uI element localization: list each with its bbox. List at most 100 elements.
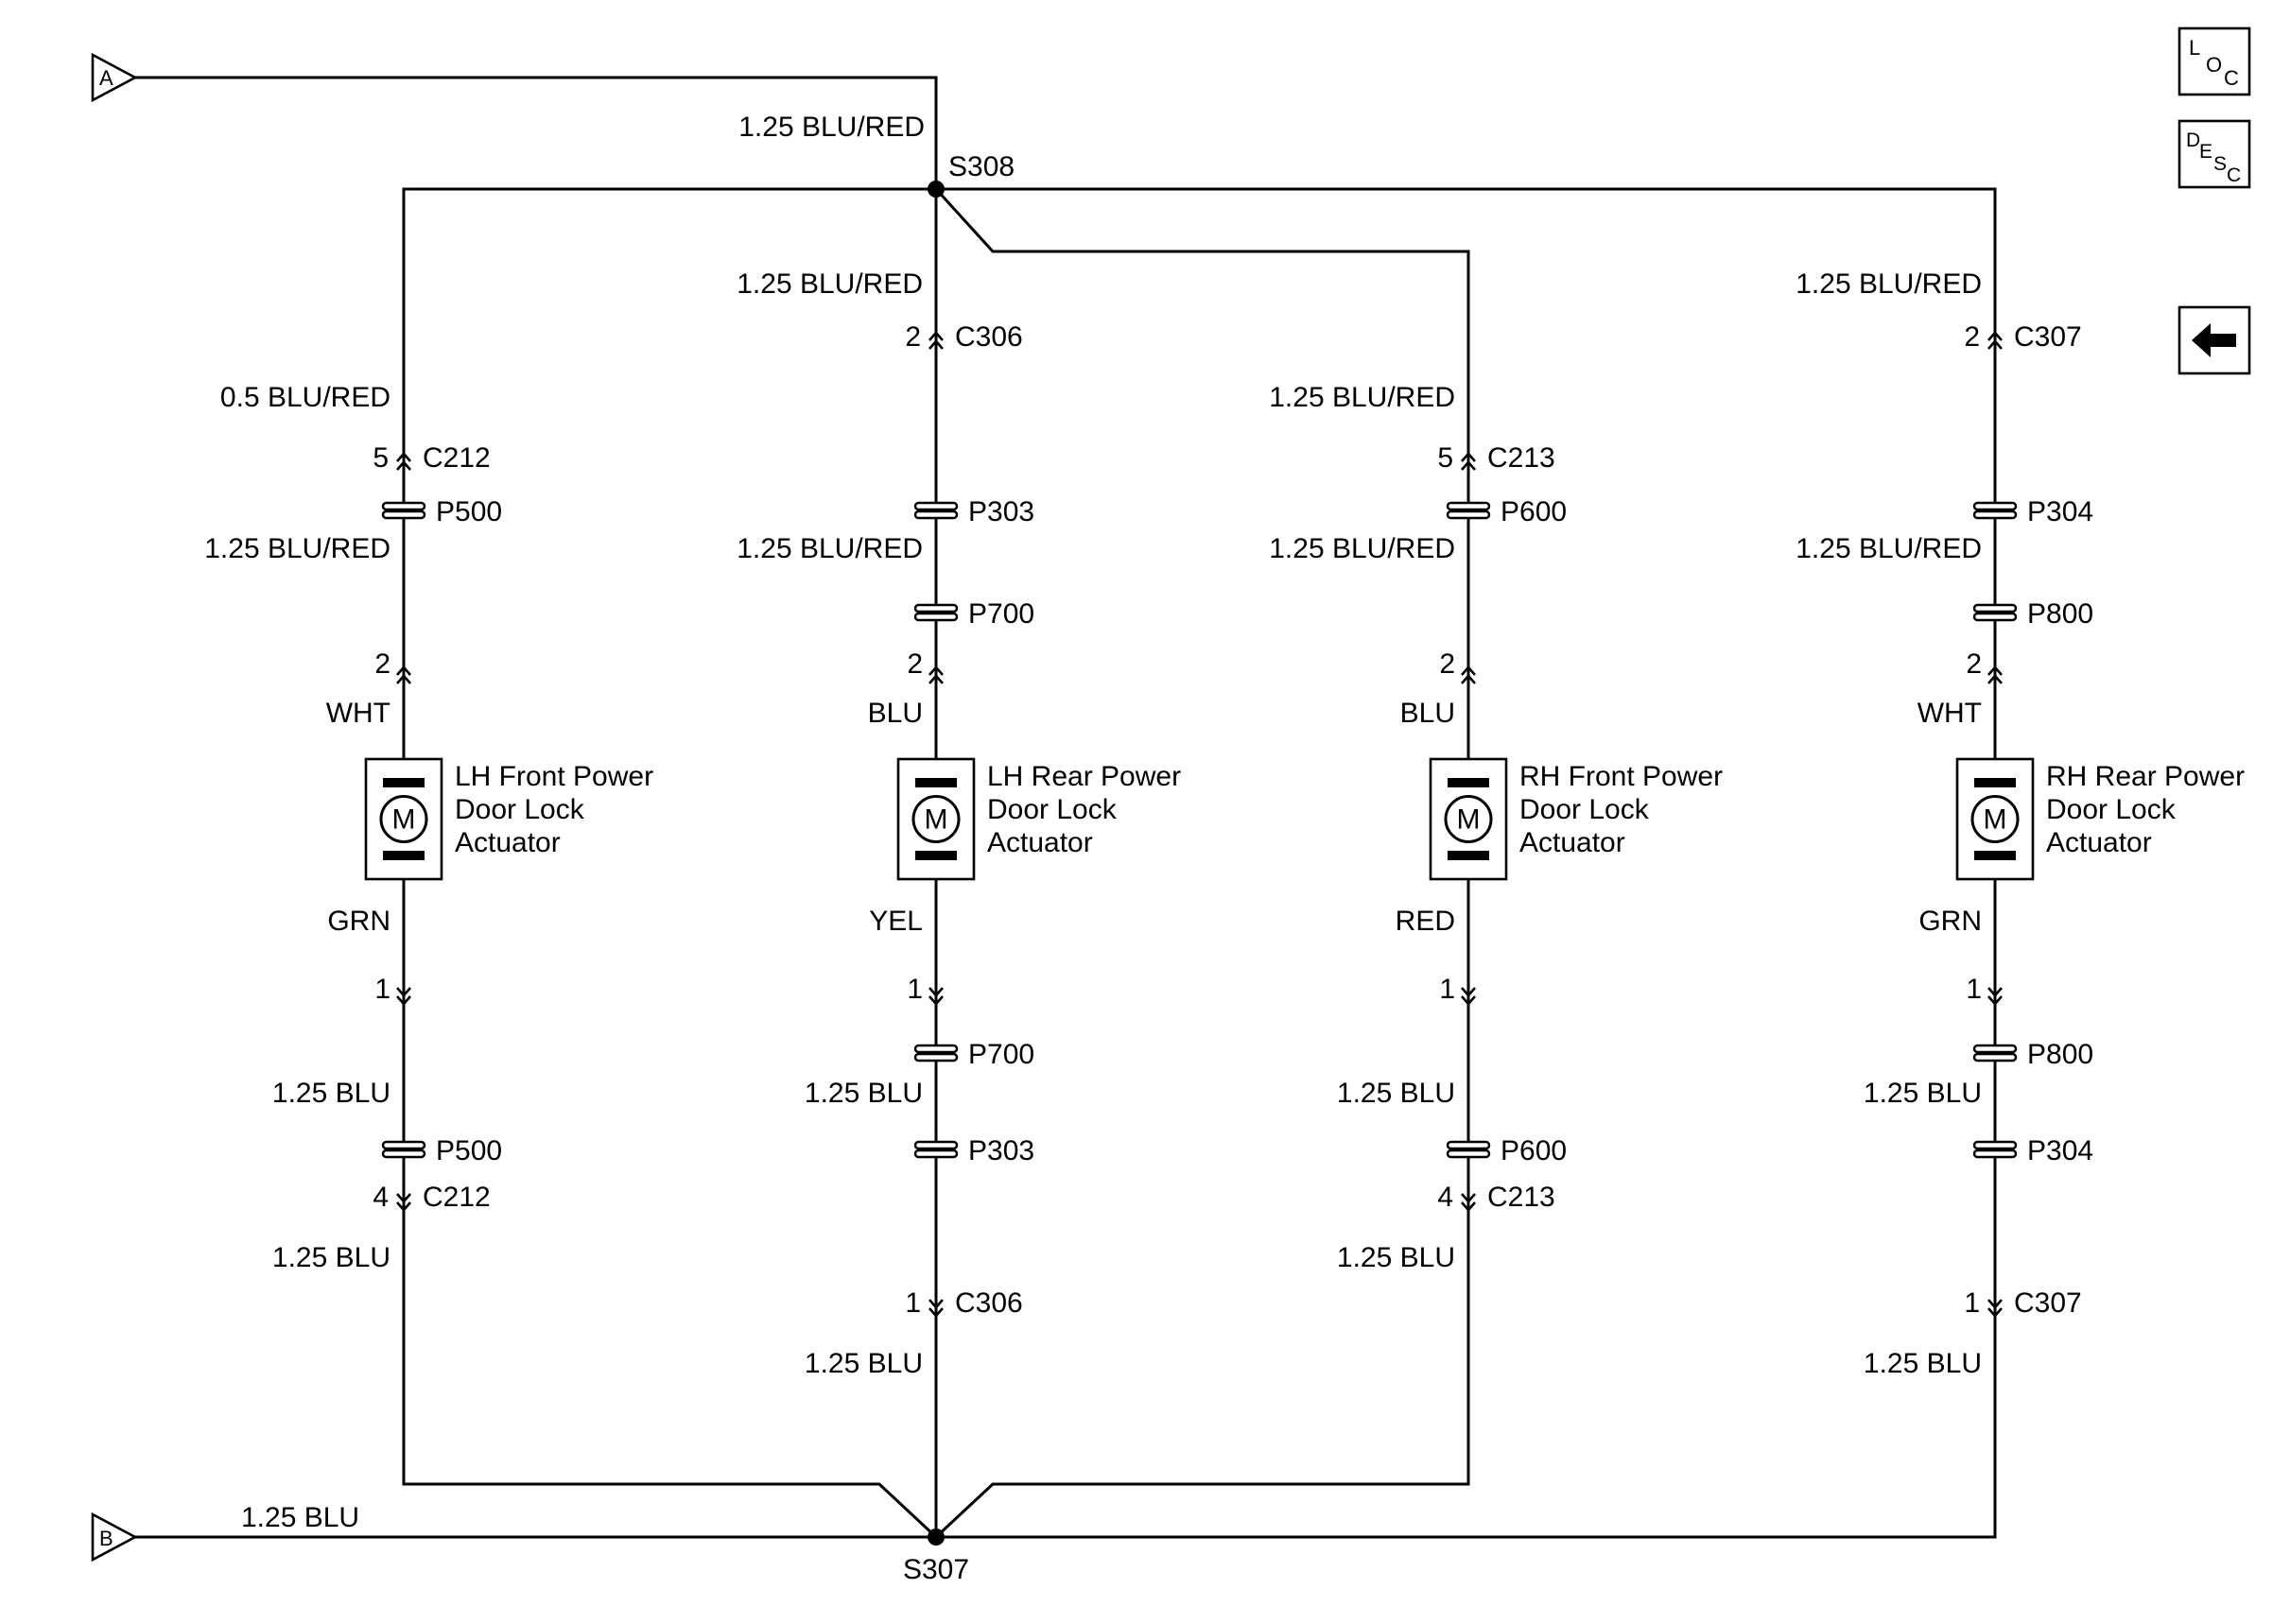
actuator-box — [1429, 757, 1508, 881]
wire-label: 1.25 BLU — [1864, 1348, 1982, 1379]
motor-label: M — [1984, 804, 2007, 836]
input-b-label: B — [99, 1527, 113, 1550]
inline-plug — [913, 501, 959, 520]
actuator-pin: 2 — [1966, 648, 1982, 680]
inline-plug-label: P700 — [968, 1039, 1034, 1070]
actuator-name-line: Door Lock — [987, 794, 1118, 825]
inline-plug-label: P500 — [436, 1135, 502, 1166]
connector-pin: 4 — [373, 1182, 389, 1213]
connector-name: C306 — [955, 321, 1023, 353]
desc-button[interactable]: D E S C — [2178, 119, 2251, 189]
connector-name: C212 — [423, 442, 491, 474]
wire-label: 1.25 BLU/RED — [1796, 533, 1982, 564]
inline-plug — [381, 1140, 426, 1159]
inline-plug — [1972, 1140, 2018, 1159]
actuator-name-line: Door Lock — [1519, 794, 1650, 825]
connector-down — [1987, 1299, 2003, 1318]
inline-plug — [1446, 501, 1491, 520]
bottom-branch-rh-front — [934, 1238, 1470, 1539]
wire-b-feed-label: 1.25 BLU — [241, 1502, 359, 1533]
desc-letter-e: E — [2199, 141, 2212, 163]
wire-label: 1.25 BLU/RED — [1269, 533, 1455, 564]
connector-pin: 5 — [373, 442, 389, 474]
actuator-wire-label: GRN — [1918, 906, 1982, 937]
actuator-name-line: RH Front Power — [1519, 761, 1723, 792]
motor-icon: M — [1970, 778, 2020, 860]
actuator-pin-up — [396, 665, 411, 684]
actuator-pin: 1 — [1439, 974, 1455, 1005]
wire-label: 1.25 BLU/RED — [204, 533, 390, 564]
actuator-name-line: Actuator — [987, 827, 1093, 858]
actuator-box — [1955, 757, 2035, 881]
inline-plug-label: P303 — [968, 496, 1034, 527]
input-a-flag — [91, 52, 138, 103]
actuator-pin-up — [928, 665, 944, 684]
inline-plug-label: P500 — [436, 496, 502, 527]
loc-letter-l: L — [2189, 36, 2200, 60]
connector-up — [1987, 331, 2003, 350]
actuator-pin-up — [1987, 665, 2003, 684]
actuator-pin: 1 — [907, 974, 923, 1005]
actuator-wire-label: BLU — [1400, 698, 1455, 729]
actuator-name-line: Door Lock — [455, 794, 585, 825]
actuator-name-line: Actuator — [2046, 827, 2152, 858]
back-button[interactable] — [2178, 305, 2251, 375]
actuator-pin: 2 — [1439, 648, 1455, 680]
motor-icon: M — [379, 778, 428, 860]
inline-plug-label: P303 — [968, 1135, 1034, 1166]
wire-label: 1.25 BLU — [1864, 1078, 1982, 1109]
wire-label: 1.25 BLU/RED — [737, 268, 923, 300]
loc-button[interactable]: L O C — [2178, 26, 2251, 96]
connector-pin: 1 — [1964, 1287, 1980, 1319]
connector-pin: 2 — [1964, 321, 1980, 353]
inline-plug — [913, 1044, 959, 1063]
connector-pin: 5 — [1437, 442, 1453, 474]
connector-name: C213 — [1487, 442, 1555, 474]
actuator-name-line: RH Rear Power — [2046, 761, 2245, 792]
connector-name: C307 — [2014, 321, 2082, 353]
connector-name: C212 — [423, 1182, 491, 1213]
actuator-wire-label: BLU — [868, 698, 923, 729]
actuator-name-line: Actuator — [455, 827, 561, 858]
wire-label: 1.25 BLU/RED — [1269, 382, 1455, 413]
connector-pin: 2 — [905, 321, 921, 353]
inline-plug — [1972, 603, 2018, 622]
motor-label: M — [1457, 804, 1481, 836]
actuator-pin-down — [396, 987, 411, 1006]
left-arrow-icon — [2192, 323, 2236, 357]
loc-letter-o: O — [2206, 53, 2222, 77]
splice-s308-label: S308 — [948, 151, 1015, 182]
connector-up — [396, 452, 411, 471]
wire-label: 1.25 BLU — [272, 1242, 390, 1273]
inline-plug — [1972, 501, 2018, 520]
input-a-label: A — [99, 66, 113, 90]
loc-letter-c: C — [2224, 66, 2239, 90]
actuator-pin-down — [1987, 987, 2003, 1006]
connector-up — [1461, 452, 1476, 471]
connector-name: C306 — [955, 1287, 1023, 1319]
connector-pin: 1 — [905, 1287, 921, 1319]
actuator-wire-label: WHT — [326, 698, 390, 729]
actuator-name-line: Door Lock — [2046, 794, 2177, 825]
actuator-box — [364, 757, 443, 881]
wire-label: 0.5 BLU/RED — [220, 382, 390, 413]
connector-name: C213 — [1487, 1182, 1555, 1213]
connector-down — [1461, 1193, 1476, 1212]
wire-label: 1.25 BLU — [805, 1078, 923, 1109]
inline-plug-label: P600 — [1501, 496, 1567, 527]
top-bus-wire — [402, 187, 1997, 591]
actuator-pin: 2 — [374, 648, 390, 680]
wire-label: 1.25 BLU — [1337, 1078, 1455, 1109]
motor-icon: M — [1444, 778, 1493, 860]
wire-label: 1.25 BLU — [805, 1348, 923, 1379]
inline-plug-label: P800 — [2027, 598, 2093, 630]
connector-pin: 4 — [1437, 1182, 1453, 1213]
inline-plug — [913, 603, 959, 622]
